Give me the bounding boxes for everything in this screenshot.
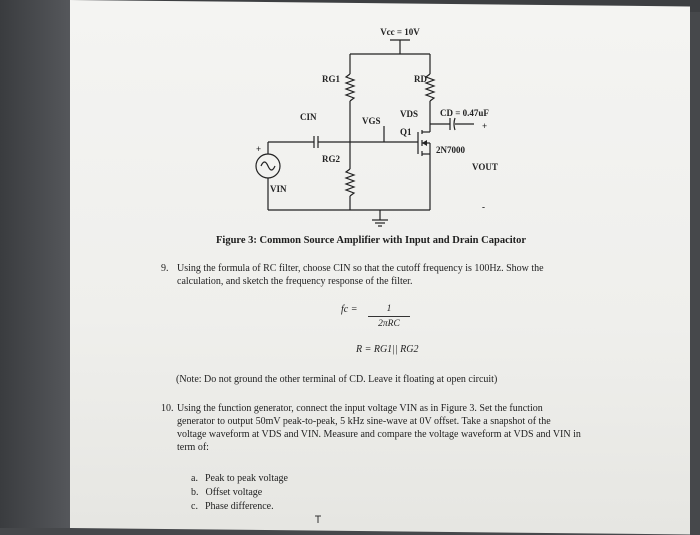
resistance-formula: R = RG1|| RG2: [356, 344, 419, 355]
question-9: 9. Using the formula of RC filter, choos…: [161, 262, 581, 288]
screen-left-edge: [0, 0, 70, 528]
vin-label: VIN: [270, 184, 287, 194]
rd-label: RD: [414, 74, 427, 84]
question-9-text: Using the formula of RC filter, choose C…: [177, 263, 544, 287]
cutoff-formula-lhs: fc =: [341, 304, 358, 315]
question-10-number: 10.: [161, 403, 174, 414]
q1-label: Q1: [400, 127, 412, 137]
question-9-number: 9.: [161, 263, 169, 274]
list-item-text: Offset voltage: [205, 487, 263, 498]
comparison-list: a.Peak to peak voltage b.Offset voltage …: [191, 472, 288, 514]
source-plus-sign: +: [256, 144, 261, 154]
list-item: c. Phase difference.: [191, 500, 288, 514]
fraction-bar: [368, 316, 410, 317]
question-10: 10. Using the function generator, connec…: [161, 402, 581, 454]
fraction-denominator: 2πRC: [378, 319, 400, 329]
list-item-text: Peak to peak voltage: [204, 473, 288, 484]
list-marker: a.: [191, 473, 198, 484]
list-item-text: Phase difference.: [204, 501, 274, 512]
vout-minus-sign: -: [482, 202, 485, 212]
vds-label: VDS: [400, 109, 418, 119]
vcc-label: Vcc = 10V: [380, 27, 420, 37]
question-10-text: Using the function generator, connect th…: [177, 403, 581, 453]
text-cursor-icon: [315, 515, 321, 523]
cin-label: CIN: [300, 112, 317, 122]
cd-label: CD = 0.47uF: [440, 108, 489, 118]
list-marker: b.: [191, 487, 199, 498]
list-marker: c.: [191, 501, 198, 512]
vgs-label: VGS: [362, 116, 381, 126]
circuit-diagram: Vcc = 10V RG1 RD VDS CD = 0.47uF CIN VGS…: [255, 27, 498, 227]
fraction-numerator: 1: [386, 304, 392, 314]
cutoff-formula-fraction: 1 2πRC: [368, 304, 410, 329]
rg2-label: RG2: [322, 154, 341, 164]
rg1-label: RG1: [322, 74, 341, 84]
list-item: a. Peak to peak voltage: [191, 472, 288, 486]
vout-label: VOUT: [472, 162, 498, 172]
cd-plus-sign: +: [482, 121, 487, 131]
list-item: b. Offset voltage: [191, 486, 288, 500]
note-text: (Note: Do not ground the other terminal …: [176, 374, 498, 385]
figure-caption: Figure 3: Common Source Amplifier with I…: [216, 235, 527, 246]
part-number-label: 2N7000: [436, 145, 465, 155]
